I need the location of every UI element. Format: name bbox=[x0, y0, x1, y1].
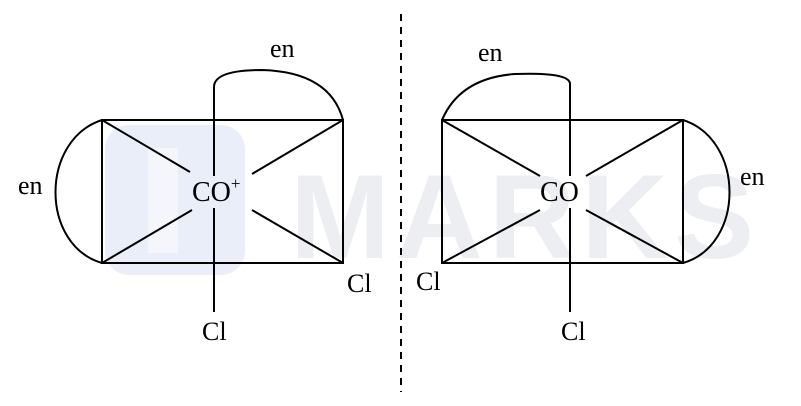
left-en-label-side: en bbox=[18, 171, 43, 200]
right-en-arc-side bbox=[682, 119, 731, 264]
right-octahedron-square bbox=[441, 119, 684, 264]
left-en-label-top: en bbox=[270, 34, 295, 63]
watermark-text: MARKS bbox=[290, 150, 760, 284]
watermark-logo-mark bbox=[148, 148, 178, 253]
right-en-label-side: en bbox=[740, 162, 765, 191]
left-diagonal-top-right bbox=[251, 119, 344, 175]
right-cl-label-bottom: Cl bbox=[561, 317, 586, 346]
left-cl-label-bottom: Cl bbox=[202, 317, 227, 346]
left-isomer: CO+ en en Cl Cl bbox=[18, 34, 372, 346]
right-diagonal-bottom-left bbox=[441, 209, 541, 264]
right-diagonal-bottom-right bbox=[585, 209, 684, 264]
right-diagonal-top-right bbox=[585, 119, 684, 177]
left-diagonal-top-left bbox=[101, 119, 191, 173]
right-en-arc-top bbox=[441, 72, 571, 121]
left-cl-label-right: Cl bbox=[347, 269, 372, 298]
watermark: MARKS bbox=[105, 125, 760, 284]
left-en-arc-top bbox=[213, 68, 344, 121]
right-metal-label: CO bbox=[540, 177, 579, 208]
right-isomer: CO en en Cl Cl bbox=[416, 38, 765, 346]
left-octahedron-square bbox=[101, 119, 344, 264]
left-en-arc-side bbox=[54, 119, 103, 264]
left-diagonal-bottom-left bbox=[101, 209, 193, 264]
right-cl-label-left: Cl bbox=[416, 267, 441, 296]
left-metal-label: CO+ bbox=[192, 174, 241, 208]
left-diagonal-bottom-right bbox=[251, 209, 344, 264]
right-diagonal-top-left bbox=[441, 119, 541, 177]
right-en-label-top: en bbox=[478, 38, 503, 67]
